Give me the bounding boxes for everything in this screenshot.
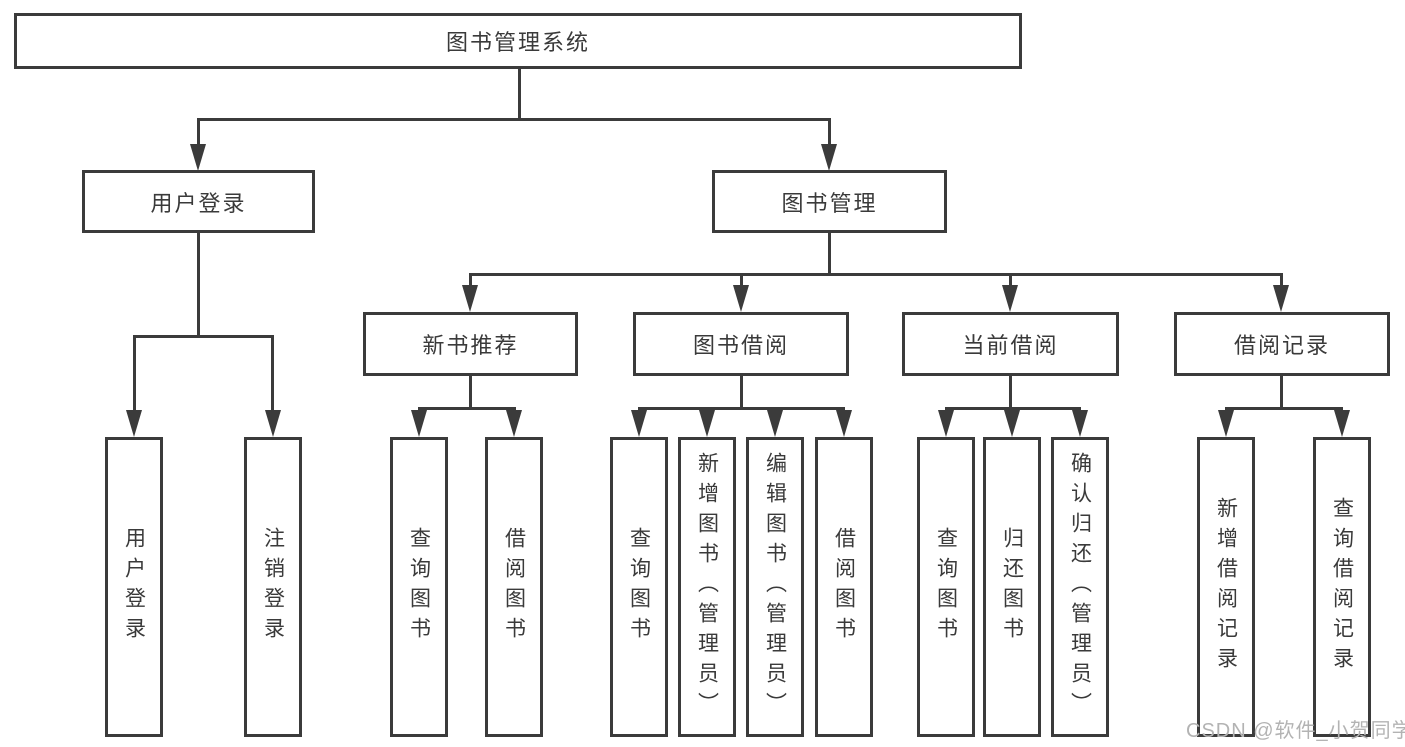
connector-arrow-down xyxy=(821,144,837,171)
connector-arrow-down xyxy=(767,410,783,437)
connector-arrow-down xyxy=(190,144,206,171)
leaf-borrowing-borrow-books-label: 借阅图书 xyxy=(832,527,856,647)
leaf-user-login-label: 用户登录 xyxy=(122,527,146,647)
connector-arrow-down xyxy=(411,410,427,437)
leaf-current-query-books-label: 查询图书 xyxy=(934,527,958,647)
connector-line xyxy=(133,338,136,410)
leaf-logout: 注销登录 xyxy=(244,437,302,737)
node-user-login: 用户登录 xyxy=(82,170,315,233)
connector-arrow-down xyxy=(126,410,142,437)
connector-arrow-down xyxy=(938,410,954,437)
watermark: CSDN @软件_小贺同学 xyxy=(1186,720,1405,742)
leaf-add-borrow-record-label: 新增借阅记录 xyxy=(1214,497,1238,677)
leaf-add-borrow-record: 新增借阅记录 xyxy=(1197,437,1255,737)
connector-line xyxy=(1009,276,1012,286)
leaf-logout-label: 注销登录 xyxy=(261,527,285,647)
leaf-newbooks-query-books: 查询图书 xyxy=(390,437,448,737)
connector-line xyxy=(1009,376,1012,407)
node-new-book-recommendation: 新书推荐 xyxy=(363,312,578,376)
leaf-user-login: 用户登录 xyxy=(105,437,163,737)
connector-line xyxy=(740,376,743,407)
connector-arrow-down xyxy=(506,410,522,437)
leaf-current-query-books: 查询图书 xyxy=(917,437,975,737)
connector-line xyxy=(197,118,831,121)
node-borrowing-records-label: 借阅记录 xyxy=(1233,333,1330,358)
node-book-borrowing-label: 图书借阅 xyxy=(692,333,789,358)
connector-line xyxy=(518,69,521,118)
connector-line xyxy=(638,407,845,410)
connector-arrow-down xyxy=(462,285,478,312)
node-root-label: 图书管理系统 xyxy=(445,30,590,55)
node-borrowing-records: 借阅记录 xyxy=(1174,312,1390,376)
leaf-borrowing-query-books: 查询图书 xyxy=(610,437,668,737)
node-current-borrowing: 当前借阅 xyxy=(902,312,1119,376)
leaf-return-books: 归还图书 xyxy=(983,437,1041,737)
connector-arrow-down xyxy=(1273,285,1289,312)
connector-line xyxy=(271,338,274,410)
leaf-query-borrow-record: 查询借阅记录 xyxy=(1313,437,1371,737)
leaf-return-books-label: 归还图书 xyxy=(1000,527,1024,647)
connector-line xyxy=(1280,376,1283,407)
leaf-edit-books-admin: 编辑图书（管理员） xyxy=(746,437,804,737)
connector-arrow-down xyxy=(733,285,749,312)
node-book-management: 图书管理 xyxy=(712,170,947,233)
node-new-book-recommendation-label: 新书推荐 xyxy=(422,333,519,358)
connector-line xyxy=(945,407,1081,410)
leaf-add-books-admin: 新增图书（管理员） xyxy=(678,437,736,737)
leaf-edit-books-admin-label: 编辑图书（管理员） xyxy=(763,452,787,722)
connector-line xyxy=(1280,276,1283,286)
connector-line xyxy=(418,407,516,410)
node-book-borrowing: 图书借阅 xyxy=(633,312,849,376)
leaf-borrowing-query-books-label: 查询图书 xyxy=(627,527,651,647)
leaf-newbooks-borrow-books: 借阅图书 xyxy=(485,437,543,737)
connector-arrow-down xyxy=(836,410,852,437)
leaf-newbooks-borrow-books-label: 借阅图书 xyxy=(502,527,526,647)
leaf-confirm-return-admin-label: 确认归还（管理员） xyxy=(1068,452,1092,722)
connector-arrow-down xyxy=(1334,410,1350,437)
connector-arrow-down xyxy=(631,410,647,437)
connector-arrow-down xyxy=(1072,410,1088,437)
connector-line xyxy=(828,233,831,273)
leaf-newbooks-query-books-label: 查询图书 xyxy=(407,527,431,647)
connector-line xyxy=(197,121,200,147)
connector-arrow-down xyxy=(699,410,715,437)
connector-line xyxy=(197,233,200,335)
leaf-add-books-admin-label: 新增图书（管理员） xyxy=(695,452,719,722)
node-root: 图书管理系统 xyxy=(14,13,1022,69)
connector-line xyxy=(740,276,743,286)
leaf-confirm-return-admin: 确认归还（管理员） xyxy=(1051,437,1109,737)
connector-line xyxy=(828,121,831,147)
connector-line xyxy=(133,335,274,338)
connector-arrow-down xyxy=(1004,410,1020,437)
connector-arrow-down xyxy=(1218,410,1234,437)
connector-line xyxy=(469,376,472,407)
node-current-borrowing-label: 当前借阅 xyxy=(962,333,1059,358)
node-user-login-label: 用户登录 xyxy=(150,190,247,216)
connector-arrow-down xyxy=(265,410,281,437)
connector-line xyxy=(469,273,1283,276)
leaf-borrowing-borrow-books: 借阅图书 xyxy=(815,437,873,737)
connector-line xyxy=(1225,407,1343,410)
leaf-query-borrow-record-label: 查询借阅记录 xyxy=(1330,497,1354,677)
connector-line xyxy=(469,276,472,286)
connector-arrow-down xyxy=(1002,285,1018,312)
node-book-management-label: 图书管理 xyxy=(781,190,878,216)
